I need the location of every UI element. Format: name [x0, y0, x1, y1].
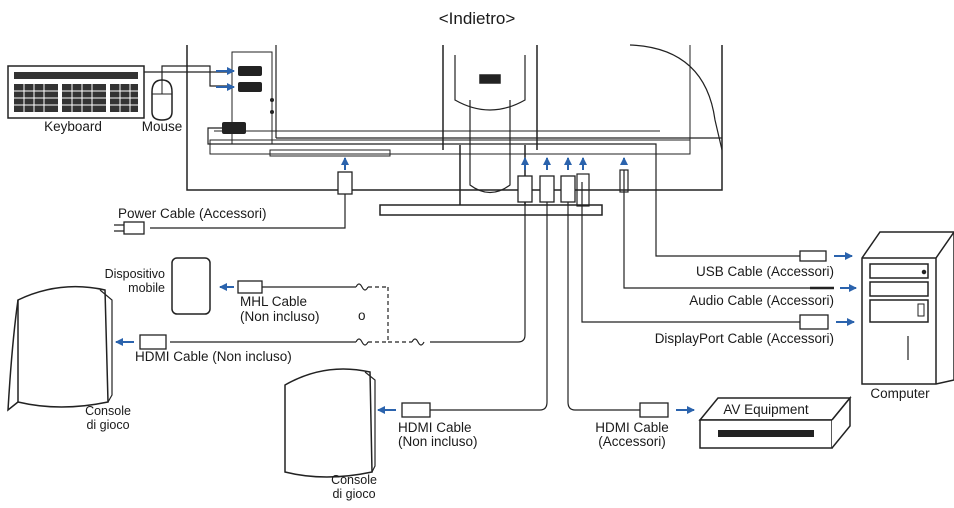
displayport-cable-label: DisplayPort Cable (Accessori)	[655, 331, 834, 346]
mhl-cable-label-1: MHL Cable	[240, 294, 307, 309]
or-label: o	[358, 308, 366, 323]
port-arrows	[341, 157, 587, 170]
mhl-cable-label-2: (Non incluso)	[240, 309, 320, 324]
console-center-label-1: Console	[331, 473, 377, 487]
hdmi-accessori-label-1: HDMI Cable	[595, 420, 669, 435]
console-left-label-1: Console	[85, 404, 131, 418]
hdmi-cables	[430, 202, 660, 411]
console-center-label-2: di gioco	[332, 487, 375, 501]
computer-tower	[861, 231, 954, 385]
av-equipment	[698, 395, 852, 449]
hdmi-plugs-monitor	[517, 175, 576, 203]
keyboard	[7, 65, 145, 119]
hdmi-plug-left	[139, 334, 167, 350]
hdmi-center-label-1: HDMI Cable	[398, 420, 472, 435]
mobile-device-label-1: Dispositivo	[105, 267, 165, 281]
mobile-device-label-2: mobile	[128, 281, 165, 295]
page-title: <Indietro>	[439, 9, 516, 28]
mouse	[151, 79, 173, 121]
hdmi-accessori-label-2: (Accessori)	[598, 434, 666, 449]
av-equipment-label: AV Equipment	[723, 402, 809, 417]
mhl-hdmi-branch	[170, 283, 425, 346]
audio-cable-label: Audio Cable (Accessori)	[689, 293, 834, 308]
monitor-rear	[186, 44, 723, 216]
keyboard-label: Keyboard	[44, 119, 102, 134]
hdmi-plug-av	[639, 402, 669, 418]
hdmi-center-label-2: (Non incluso)	[398, 434, 478, 449]
power-cable-label: Power Cable (Accessori)	[118, 206, 267, 221]
mouse-label: Mouse	[142, 119, 183, 134]
usb-plug	[799, 250, 827, 262]
displayport-plug	[799, 314, 829, 330]
mhl-plug	[237, 280, 263, 294]
console-left-label-2: di gioco	[86, 418, 129, 432]
audio-cable	[619, 169, 810, 289]
usb-cable	[207, 127, 800, 257]
mobile-device	[171, 257, 211, 315]
hdmi-cable-left-label: HDMI Cable (Non incluso)	[135, 349, 292, 364]
hdmi-plug-center	[401, 402, 431, 418]
game-console-left	[7, 285, 113, 412]
displayport-cable	[576, 173, 800, 323]
game-console-center	[284, 368, 376, 478]
power-cable	[114, 171, 353, 235]
computer-label: Computer	[870, 386, 930, 401]
usb-ports-left	[222, 66, 274, 134]
usb-cable-label: USB Cable (Accessori)	[696, 264, 834, 279]
usb-plugs-left	[216, 67, 235, 91]
